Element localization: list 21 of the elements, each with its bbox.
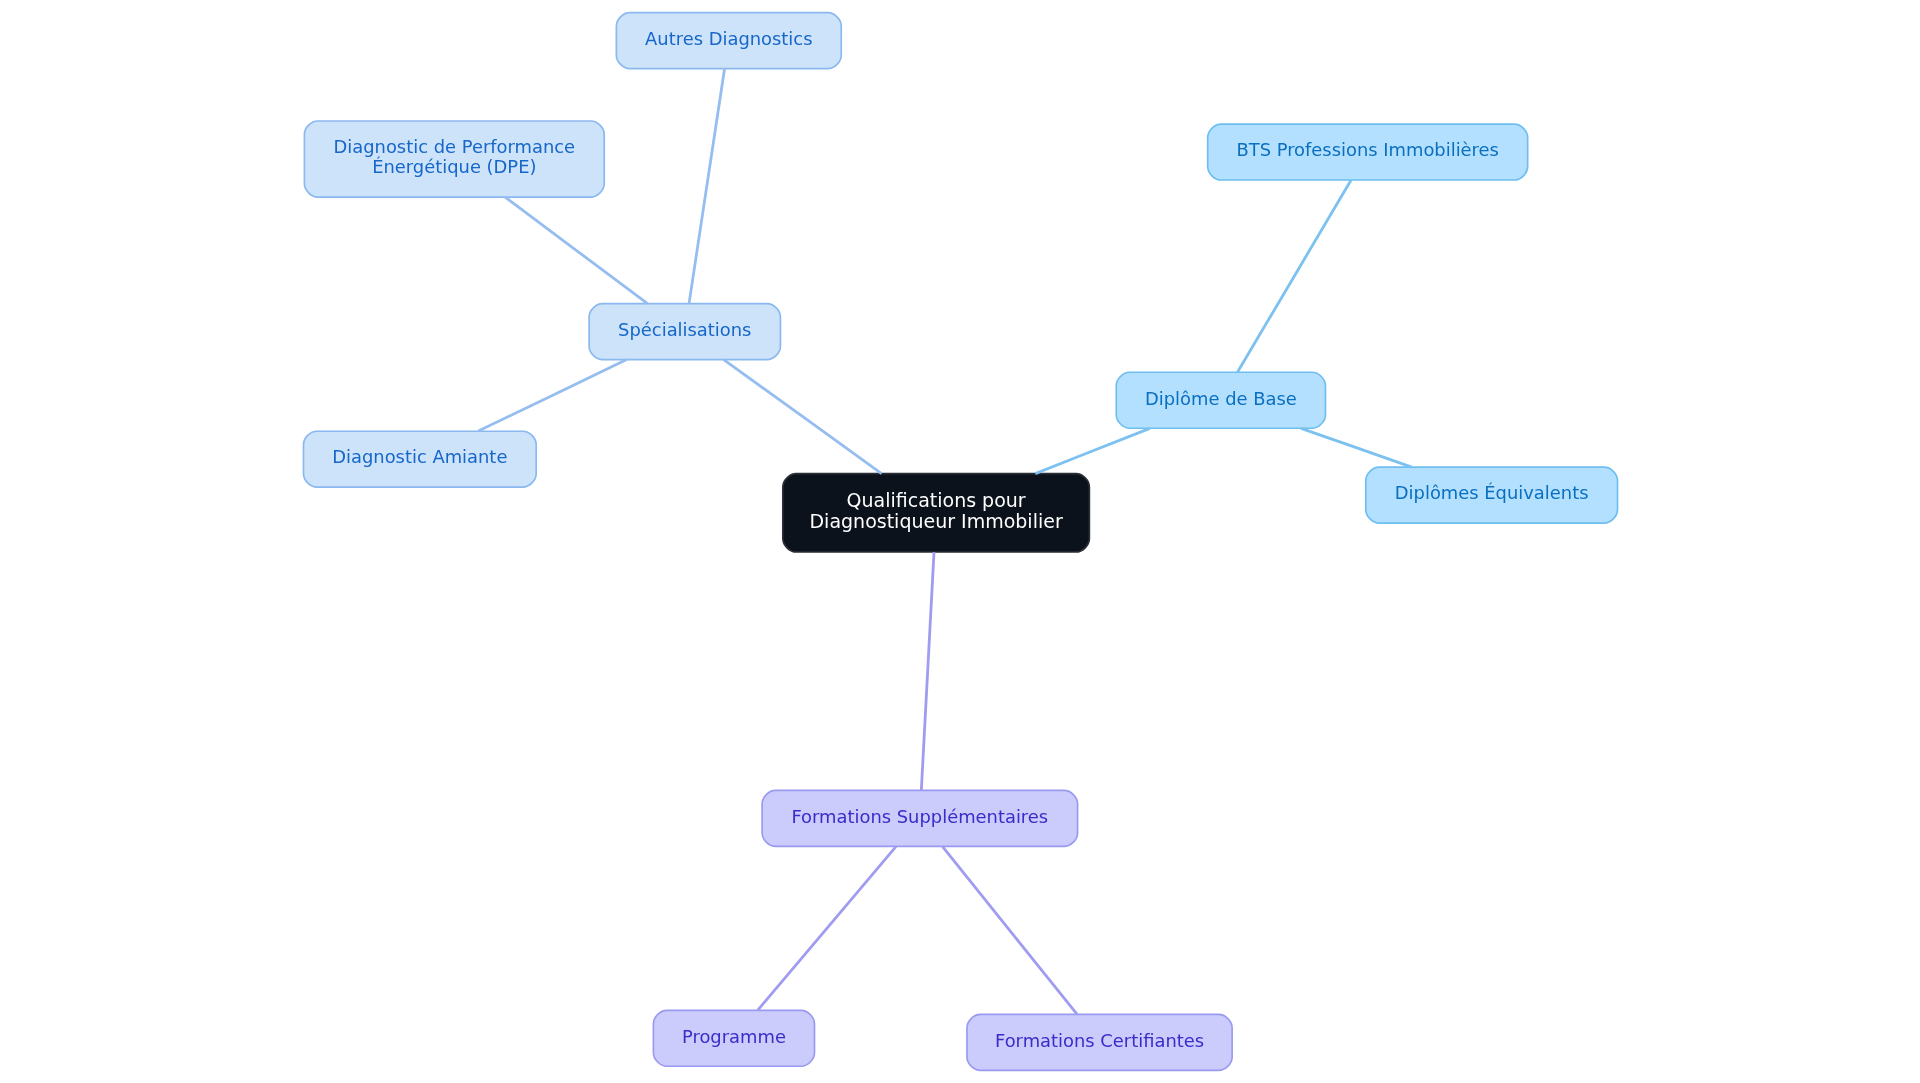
node-box: Diplômes Équivalents [1364, 466, 1618, 524]
node-box: Spécialisations [587, 302, 781, 361]
connector [919, 552, 935, 791]
node-box: Diagnostic de Performance Énergétique (DPE) [303, 120, 605, 198]
connector [1235, 179, 1352, 373]
connector [687, 68, 726, 304]
node-box: Formations Certifiantes [965, 1013, 1233, 1072]
connector [756, 845, 897, 1011]
connector [722, 358, 882, 475]
node-box: Programme [652, 1009, 815, 1068]
node-box: Formations Supplémentaires [760, 789, 1078, 848]
node-box: Diplôme de Base [1114, 371, 1326, 430]
connector [1034, 427, 1150, 475]
connector [503, 195, 648, 305]
node-box: BTS Professions Immobilières [1206, 123, 1528, 181]
node-box: Diagnostic Amiante [302, 430, 537, 488]
node-box: Autres Diagnostics [615, 11, 842, 70]
connector [477, 358, 627, 433]
connector [1300, 427, 1412, 469]
node-box: Qualifications pour Diagnostiqueur Immobilier [781, 472, 1090, 553]
connector [941, 845, 1078, 1016]
